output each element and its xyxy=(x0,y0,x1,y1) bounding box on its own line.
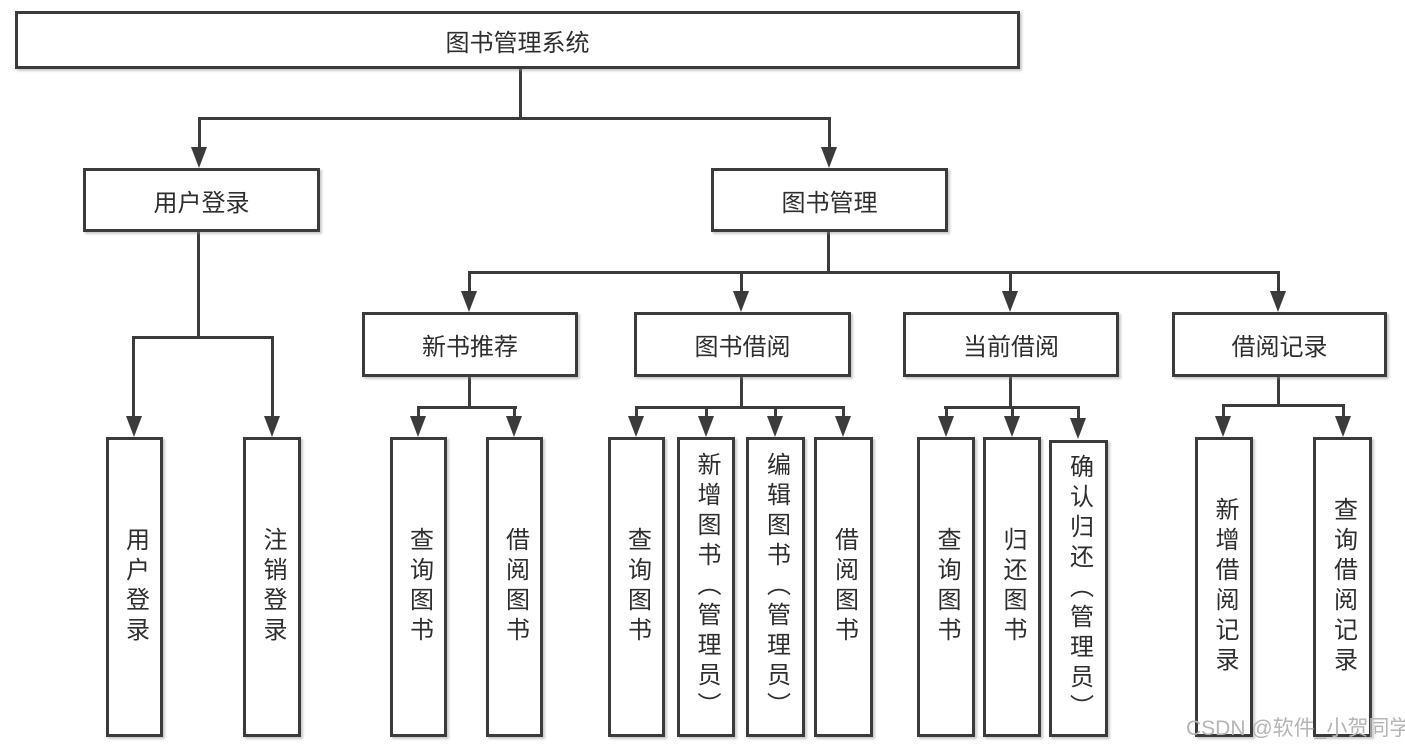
connector-line xyxy=(197,231,200,338)
watermark: CSDN @软件_小贺同学 xyxy=(1186,717,1405,740)
node-library-system: 图书管理系统 xyxy=(15,11,1020,69)
connector-line xyxy=(271,336,274,420)
arrowhead-icon xyxy=(835,416,851,437)
connector-line xyxy=(468,271,1280,274)
connector-line xyxy=(198,117,201,150)
arrowhead-icon xyxy=(264,416,280,437)
connector-line xyxy=(519,69,522,119)
arrowhead-icon xyxy=(938,416,954,437)
leaf-user-login: 用户登录 xyxy=(106,437,163,737)
arrowhead-icon xyxy=(628,416,644,437)
connector-line xyxy=(198,117,831,120)
connector-line xyxy=(945,406,948,418)
connector-line xyxy=(1009,271,1012,295)
arrowhead-icon xyxy=(461,291,477,312)
arrowhead-icon xyxy=(1002,291,1018,312)
connector-line xyxy=(705,406,708,418)
node-book-management: 图书管理 xyxy=(711,168,948,232)
connector-line xyxy=(828,117,831,150)
leaf-borrow-books: 借阅图书 xyxy=(814,437,873,737)
connector-line xyxy=(842,406,845,418)
connector-line xyxy=(1222,404,1345,407)
arrowhead-icon xyxy=(767,416,783,437)
leaf-query-books-recommend: 查询图书 xyxy=(390,437,447,737)
connector-line xyxy=(417,406,420,418)
connector-line xyxy=(1222,404,1225,418)
connector-line xyxy=(1011,406,1014,418)
connector-line xyxy=(1342,404,1345,418)
node-book-borrow: 图书借阅 xyxy=(634,312,851,377)
connector-line xyxy=(132,336,274,339)
node-current-borrow: 当前借阅 xyxy=(903,312,1119,377)
arrowhead-icon xyxy=(506,416,522,437)
node-borrow-records: 借阅记录 xyxy=(1172,312,1387,377)
connector-line xyxy=(740,271,743,295)
arrowhead-icon xyxy=(126,416,142,437)
leaf-query-borrow-record: 查询借阅记录 xyxy=(1313,437,1372,737)
arrowhead-icon xyxy=(1070,418,1086,439)
arrowhead-icon xyxy=(1335,416,1351,437)
connector-line xyxy=(827,231,830,274)
leaf-query-books-current: 查询图书 xyxy=(917,437,975,737)
node-user-login: 用户登录 xyxy=(83,168,320,232)
arrowhead-icon xyxy=(410,416,426,437)
connector-line xyxy=(774,406,777,418)
arrowhead-icon xyxy=(821,147,837,168)
leaf-add-borrow-record: 新增借阅记录 xyxy=(1195,437,1253,737)
leaf-confirm-return-admin: 确认归还（管理员） xyxy=(1049,440,1108,737)
leaf-return-books: 归还图书 xyxy=(983,437,1041,737)
connector-line xyxy=(1277,377,1280,407)
connector-line xyxy=(468,271,471,295)
connector-line xyxy=(1077,406,1080,420)
arrowhead-icon xyxy=(733,291,749,312)
connector-line xyxy=(417,406,517,409)
arrowhead-icon xyxy=(698,416,714,437)
connector-line xyxy=(1277,271,1280,295)
arrowhead-icon xyxy=(1215,416,1231,437)
connector-line xyxy=(740,377,743,409)
connector-line xyxy=(513,406,516,418)
connector-line xyxy=(132,336,135,420)
node-new-book-recommend: 新书推荐 xyxy=(362,312,578,377)
arrowhead-icon xyxy=(1270,291,1286,312)
connector-line xyxy=(1009,377,1012,409)
leaf-logout: 注销登录 xyxy=(243,437,301,737)
arrowhead-icon xyxy=(1004,416,1020,437)
connector-line xyxy=(635,406,638,418)
leaf-edit-books-admin: 编辑图书（管理员） xyxy=(746,437,805,737)
leaf-borrow-books-recommend: 借阅图书 xyxy=(486,437,543,737)
leaf-add-books-admin: 新增图书（管理员） xyxy=(677,437,735,737)
connector-line xyxy=(468,377,471,409)
connector-line xyxy=(635,406,845,409)
arrowhead-icon xyxy=(191,147,207,168)
leaf-query-books-borrow: 查询图书 xyxy=(608,437,665,737)
